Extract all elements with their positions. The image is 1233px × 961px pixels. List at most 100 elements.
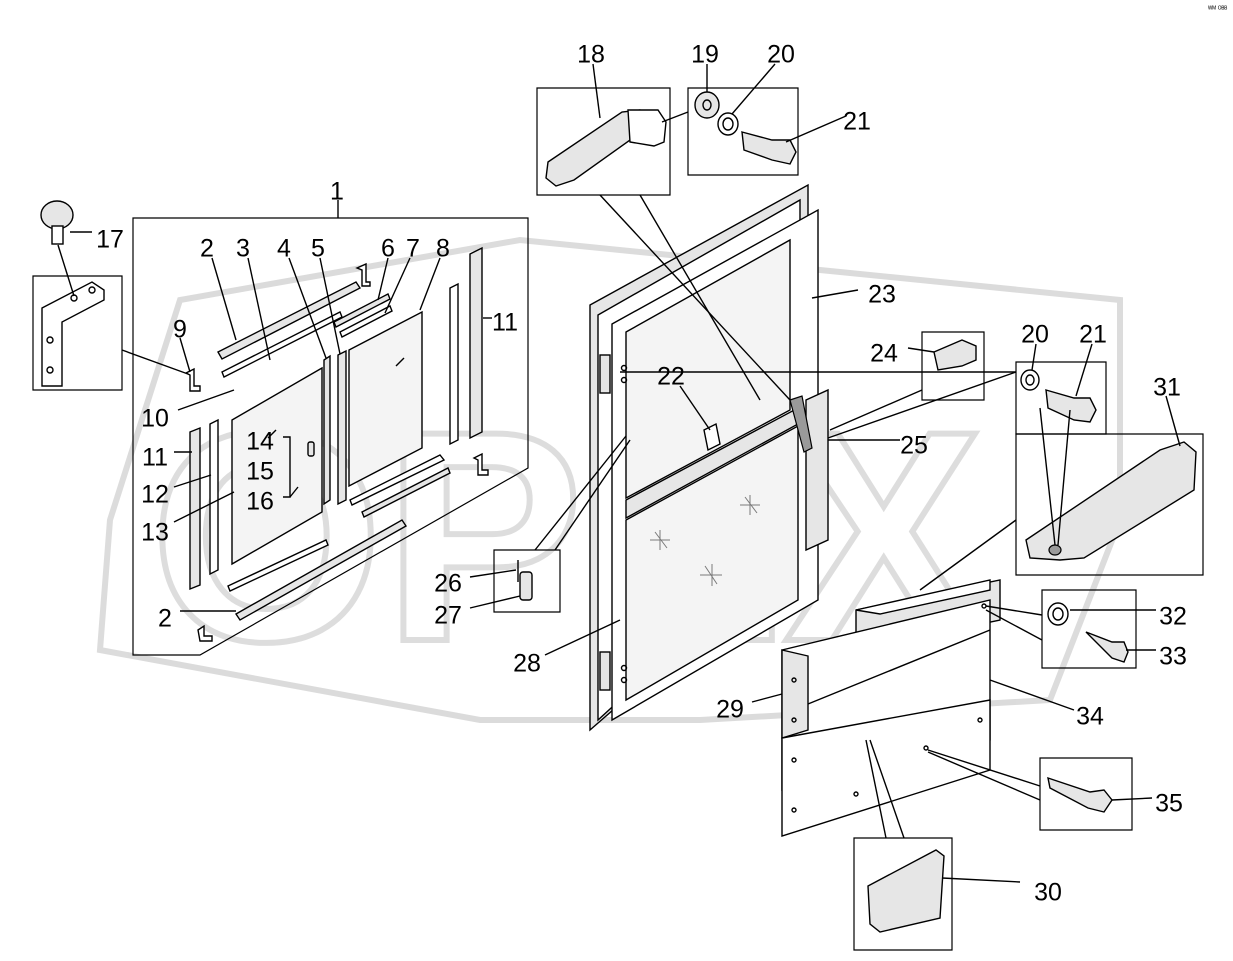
bracket-9 [184, 367, 201, 392]
leader-18-to-19 [661, 111, 689, 123]
leader-13 [173, 491, 235, 523]
leader-30-to-panel-1 [865, 739, 887, 839]
panel-hole-2 [791, 717, 797, 723]
handle-18-assembly [536, 63, 791, 401]
clip-15 [307, 441, 315, 457]
screw-35 [1047, 776, 1113, 813]
bracket-hole-3 [46, 336, 54, 344]
clip-30-assembly [853, 739, 1021, 951]
screw-33 [1085, 631, 1129, 663]
part-label-2a: 2 [200, 235, 214, 263]
leader-32-to-panel-1 [985, 605, 1043, 616]
leader-3 [247, 257, 271, 361]
rail-bottom-mid [227, 539, 329, 592]
leader-31-screw-a [1039, 407, 1056, 546]
channel-11-right [469, 246, 483, 440]
leader-35 [1111, 797, 1153, 801]
panel-hole-8 [853, 791, 859, 797]
bracket-14-16 [283, 436, 291, 498]
part-label-13: 13 [141, 519, 169, 547]
screw-35-frame [1039, 757, 1133, 831]
window-assembly [132, 200, 529, 656]
part-label-30: 30 [1034, 879, 1062, 907]
washer-20b [1020, 369, 1040, 391]
part-label-11b: 11 [492, 309, 518, 337]
part-label-6: 6 [381, 235, 395, 263]
part-label-12: 12 [141, 481, 169, 509]
channel-12 [209, 418, 219, 576]
leader-20a [731, 63, 776, 115]
leader-21b [1075, 343, 1093, 397]
part-label-17: 17 [96, 226, 124, 254]
hinge-top [599, 354, 611, 394]
leader-7 [384, 257, 411, 314]
part-label-33: 33 [1159, 643, 1187, 671]
part-label-5: 5 [311, 235, 325, 263]
part-label-32: 32 [1159, 603, 1187, 631]
part-label-14: 14 [246, 428, 274, 456]
panel-hole-3 [791, 757, 797, 763]
part-label-26: 26 [434, 570, 462, 598]
screw-21b [1045, 389, 1097, 423]
angle-bracket [41, 281, 105, 387]
leader-22 [679, 385, 711, 431]
part-label-31: 31 [1153, 374, 1181, 402]
washer-19 [694, 91, 720, 119]
panel-hole-5 [977, 717, 983, 723]
part-label-22: 22 [657, 363, 685, 391]
channel-right-inner [449, 282, 459, 446]
door-lower-window-28 [625, 424, 799, 702]
leader-10 [177, 389, 235, 411]
door-assembly [534, 183, 900, 732]
clip-30 [867, 849, 945, 933]
part-label-10: 10 [141, 405, 169, 433]
leader-23 [811, 289, 859, 299]
channel-11-left [189, 426, 201, 591]
knob-bracket-assembly [32, 200, 189, 391]
leader-26 [469, 569, 517, 578]
rail-2-top [217, 281, 362, 360]
part-label-35: 35 [1155, 790, 1183, 818]
handle-31-assembly [620, 343, 1204, 591]
latch-handle-22 [703, 422, 721, 452]
leader-17-down [57, 244, 75, 297]
panel-crease [807, 629, 991, 705]
washer-32 [1047, 602, 1069, 626]
part-label-20a: 20 [767, 41, 795, 69]
part-label-4: 4 [277, 235, 291, 263]
bracket-hole-2 [88, 286, 96, 294]
bracket-hole-4 [46, 366, 54, 374]
sleeve-27 [519, 571, 533, 601]
channel-5 [337, 349, 347, 506]
part-label-15: 15 [246, 458, 274, 486]
leader-18-door-1 [599, 194, 791, 401]
part-label-19: 19 [691, 41, 719, 69]
leader-24-door [829, 389, 923, 431]
bolt-24 [829, 331, 985, 431]
fastener-19-20-21 [687, 63, 847, 176]
kick-plate-assembly [751, 579, 1075, 837]
leader-26-27-b [554, 439, 631, 551]
leader-9 [179, 337, 191, 373]
knob-bracket-frame [32, 275, 123, 391]
part-label-20b: 20 [1021, 321, 1049, 349]
part-label-8: 8 [436, 235, 450, 263]
panel-29-fold [781, 649, 809, 739]
part-label-3: 3 [236, 235, 250, 263]
channel-4 [323, 354, 331, 506]
washer-19-hole [702, 99, 712, 111]
part-label-23: 23 [868, 281, 896, 309]
part-label-34: 34 [1076, 703, 1104, 731]
part-label-9: 9 [173, 316, 187, 344]
part-label-21b: 21 [1079, 321, 1107, 349]
hinge-bottom [599, 651, 611, 691]
bracket-bottom [197, 624, 213, 642]
part-label-1: 1 [330, 178, 344, 206]
glass-pane-left [231, 366, 323, 566]
hinge-screw-2 [620, 376, 628, 384]
screw-21 [741, 131, 797, 165]
panel-hole-4 [791, 807, 797, 813]
leader-31-screw-b [1057, 409, 1071, 546]
leader-21a [785, 115, 847, 143]
